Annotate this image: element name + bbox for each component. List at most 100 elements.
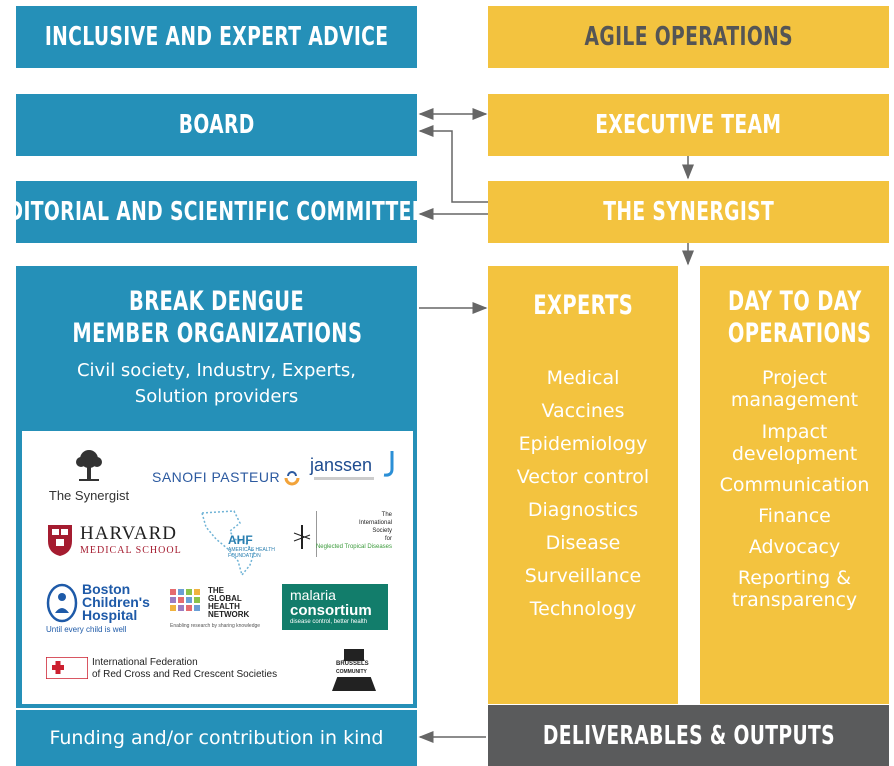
- member-sub-line2: Solution providers: [134, 386, 299, 407]
- synergist-board-arrow: [418, 125, 488, 203]
- operations-item: Impact: [761, 421, 828, 443]
- synergist-label: THE SYNERGIST: [603, 197, 774, 227]
- ahf-logo: AHF AMERICAS HEALTH FOUNDATION: [194, 509, 282, 577]
- synergist-box: THE SYNERGIST: [488, 181, 889, 243]
- operations-title-line2: OPERATIONS: [727, 318, 872, 349]
- experts-item: Epidemiology: [518, 433, 648, 455]
- isntd-divider: [316, 511, 317, 557]
- operations-item: development: [731, 443, 858, 465]
- isntd-line3: Society: [372, 528, 392, 534]
- harvard-logo-title: HARVARD: [80, 523, 177, 544]
- ghn-line2: GLOBAL: [208, 594, 242, 603]
- malaria-line1: malaria: [290, 587, 336, 603]
- sanofi-logo-text: SANOFI PASTEUR: [152, 469, 281, 485]
- operations-item: Finance: [758, 505, 831, 527]
- board-box: BOARD: [16, 94, 417, 156]
- operations-title-line1: DAY TO DAY: [727, 286, 862, 317]
- red-cross-crescent-icon: [46, 657, 88, 679]
- janssen-logo-text: janssen: [310, 455, 373, 475]
- experts-item: Vaccines: [541, 400, 625, 422]
- member-title-line1: BREAK DENGUE: [129, 286, 304, 317]
- experts-item: Vector control: [516, 466, 650, 488]
- harvard-logo-subtitle: MEDICAL SCHOOL: [80, 545, 182, 556]
- ghn-line1: THE: [208, 586, 224, 595]
- harvard-shield-icon: [48, 525, 72, 556]
- isntd-line4: for: [384, 536, 392, 542]
- malaria-line2: consortium: [290, 602, 372, 619]
- ghn-line4: NETWORK: [208, 610, 250, 619]
- operations-item: Project: [761, 367, 827, 389]
- isntd-line1: The: [381, 512, 392, 518]
- brussels-line2: COMMUNITY: [336, 669, 367, 675]
- member-organizations-subtitle: Civil society, Industry, Experts, Soluti…: [16, 358, 417, 410]
- synergist-logo-text: The Synergist: [48, 488, 130, 503]
- experts-item: Disease: [545, 532, 621, 554]
- ghn-text: THE GLOBAL HEALTH NETWORK: [208, 587, 249, 619]
- ghn-line3: HEALTH: [208, 602, 240, 611]
- boston-line1: Boston: [82, 581, 131, 597]
- flask-icon: [332, 649, 376, 691]
- mosquito-icon: [293, 525, 311, 549]
- sanofi-swirl-icon: [284, 471, 300, 486]
- ifrc-line2: of Red Cross and Red Crescent Societies: [92, 669, 278, 680]
- isntd-line5: Neglected Tropical Diseases: [315, 544, 392, 550]
- boston-line2: Children's: [82, 594, 150, 610]
- member-logos-panel: The Synergist SANOFI PASTEUR janssen HAR…: [22, 431, 413, 704]
- synergist-logo: The Synergist: [44, 447, 134, 503]
- sanofi-logo: SANOFI PASTEUR: [152, 469, 300, 486]
- ahf-logo-subtitle: AMERICAS HEALTH FOUNDATION: [228, 547, 275, 559]
- malaria-consortium-logo: malaria consortium disease control, bett…: [282, 584, 388, 630]
- brussels-line1: BRUSSELS: [336, 661, 369, 667]
- boston-line3: Hospital: [82, 607, 138, 623]
- janssen-tagline-bar: [314, 477, 374, 480]
- isntd-text: The International Society for Neglected …: [316, 511, 392, 551]
- operations-item: transparency: [731, 589, 858, 611]
- brussels-community-logo: BRUSSELS COMMUNITY: [328, 639, 380, 695]
- americas-map-icon: [201, 510, 255, 577]
- boston-emblem-icon: [46, 583, 78, 623]
- operations-item: Communication: [719, 474, 870, 496]
- experts-item: Diagnostics: [527, 499, 639, 521]
- boston-text: Boston Children's Hospital: [82, 581, 150, 623]
- ifrc-line1: International Federation: [92, 657, 198, 668]
- agile-operations-label: AGILE OPERATIONS: [584, 22, 793, 52]
- inclusive-advice-header-label: INCLUSIVE AND EXPERT ADVICE: [44, 22, 389, 52]
- deliverables-box: DELIVERABLES & OUTPUTS: [488, 705, 889, 766]
- member-sub-line1: Civil society, Industry, Experts,: [76, 360, 357, 381]
- tree-icon: [76, 450, 102, 481]
- experts-title: EXPERTS: [488, 290, 678, 321]
- board-label: BOARD: [178, 110, 255, 140]
- committees-label: EDITORIAL AND SCIENTIFIC COMMITTEES: [0, 197, 439, 227]
- agile-operations-header: AGILE OPERATIONS: [488, 6, 889, 68]
- inclusive-advice-header: INCLUSIVE AND EXPERT ADVICE: [16, 6, 417, 68]
- ahf-logo-text: AHF: [228, 533, 253, 547]
- operations-item: management: [730, 389, 859, 411]
- boston-tagline: Until every child is well: [46, 625, 127, 634]
- member-title-line2: MEMBER ORGANIZATIONS: [72, 318, 363, 349]
- experts-item: Medical: [546, 367, 620, 389]
- ghn-tagline: Enabling research by sharing knowledge: [170, 623, 261, 629]
- malaria-tagline: disease control, better health: [290, 619, 368, 625]
- experts-item: Technology: [529, 598, 637, 620]
- ifrc-text: International Federation of Red Cross an…: [92, 657, 277, 681]
- experts-title-label: EXPERTS: [533, 290, 633, 321]
- operations-title: DAY TO DAY OPERATIONS: [700, 286, 889, 350]
- executive-team-label: EXECUTIVE TEAM: [595, 110, 782, 140]
- committees-box: EDITORIAL AND SCIENTIFIC COMMITTEES: [0, 181, 438, 243]
- operations-item: Advocacy: [748, 536, 841, 558]
- funding-box: Funding and/or contribution in kind: [16, 710, 417, 766]
- operations-item: Reporting &: [737, 567, 852, 589]
- ghn-grid-icon: [170, 589, 200, 611]
- janssen-j-icon: [383, 451, 394, 477]
- executive-team-box: EXECUTIVE TEAM: [488, 94, 889, 156]
- member-organizations-title: BREAK DENGUE MEMBER ORGANIZATIONS: [16, 286, 417, 350]
- funding-label: Funding and/or contribution in kind: [49, 727, 384, 749]
- isntd-line2: International: [358, 520, 392, 526]
- deliverables-label: DELIVERABLES & OUTPUTS: [542, 720, 835, 751]
- janssen-logo: janssen: [310, 451, 394, 480]
